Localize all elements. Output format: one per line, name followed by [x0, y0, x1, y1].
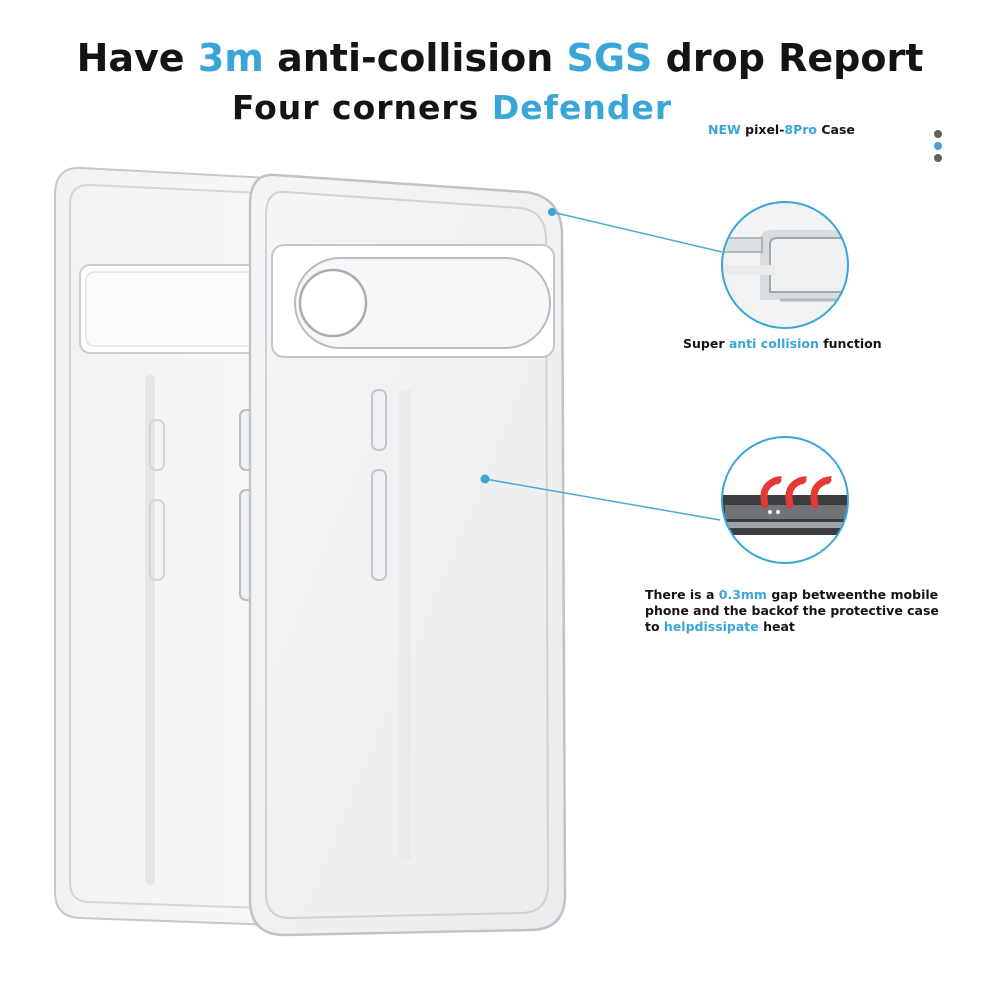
headline-3m: 3m	[197, 36, 264, 80]
corner-callout-text: Super anti collision function	[683, 336, 882, 352]
brand-tag-new: NEW	[708, 122, 741, 137]
corner-callout-function: function	[818, 336, 882, 351]
heat-gap-zoom-icon	[721, 436, 849, 564]
corner-leader-line	[551, 211, 723, 253]
headline-sgs: SGS	[566, 36, 653, 80]
corner-callout-super: Super	[683, 336, 729, 351]
headline-four-corners: Four corners	[231, 88, 492, 127]
dot-2[interactable]	[934, 142, 942, 150]
dot-1[interactable]	[934, 130, 942, 138]
gap-callout-gap-between: gap betweenthe mobile	[766, 587, 939, 602]
gap-callout-line-3: to helpdissipate heat	[645, 619, 965, 635]
corner-zoom-icon	[721, 201, 849, 329]
dot-3[interactable]	[934, 154, 942, 162]
gap-callout-line-2: phone and the backof the protective case	[645, 603, 939, 618]
headline-secondary: Four corners Defender	[0, 88, 952, 127]
corner-leader-dot	[548, 208, 556, 216]
headline-drop-report: drop Report	[652, 36, 924, 80]
headline-primary: Have 3m anti-collision SGS drop Report	[0, 36, 1000, 80]
headline-have: Have	[76, 36, 198, 80]
gap-callout-there-is: There is a	[645, 587, 719, 602]
brand-tag: NEW pixel-8Pro Case	[708, 122, 855, 137]
corner-callout-anti-collision: anti collision	[728, 336, 819, 351]
gap-callout-to: to	[645, 619, 664, 634]
gap-leader-line	[484, 478, 721, 521]
brand-tag-8pro: 8Pro	[784, 122, 818, 137]
gap-callout-heat: heat	[758, 619, 795, 634]
gap-callout-03mm: 0.3mm	[718, 587, 767, 602]
headline-anti-collision: anti-collision	[263, 36, 567, 80]
headline-defender: Defender	[491, 88, 673, 127]
front-case-shape	[248, 173, 567, 937]
gap-callout-line-1: There is a 0.3mm gap betweenthe mobile	[645, 587, 965, 603]
gap-callout-helpdissipate: helpdissipate	[663, 619, 759, 634]
gap-callout-text: There is a 0.3mm gap betweenthe mobile p…	[645, 587, 965, 635]
brand-tag-case: Case	[817, 122, 855, 137]
gap-leader-dot	[480, 474, 490, 484]
brand-tag-pixel: pixel-	[740, 122, 785, 137]
pagination-dots-icon[interactable]	[932, 130, 944, 162]
